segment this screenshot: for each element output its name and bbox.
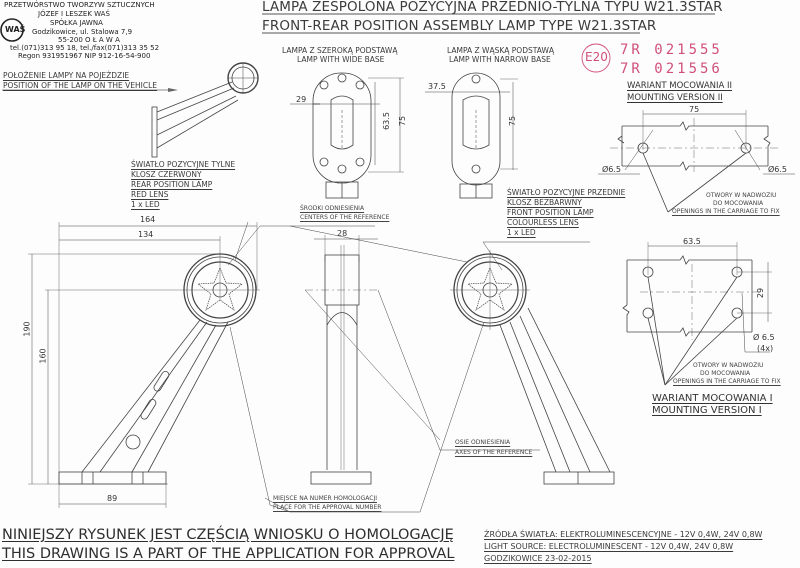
rear-lamp-line-5: 1 x LED: [131, 200, 160, 209]
mounting-version-1-sketch: [622, 242, 772, 386]
front-lamp-line-3: FRONT POSITION LAMP: [507, 208, 594, 217]
mounting-v2-hole-right: Ø6.5: [768, 165, 788, 174]
narrow-base-label-en: LAMP WITH NARROW BASE: [449, 55, 551, 64]
front-position-lamp: [450, 250, 615, 485]
reference-axes-en: AXES OF THE REFERENCE: [455, 449, 533, 456]
wide-base-view: [290, 72, 404, 199]
narrow-base-dim-75: 75: [508, 115, 518, 127]
rear-lamp-line-3: REAR POSITION LAMP: [131, 180, 213, 189]
side-dim-89: 89: [107, 494, 118, 503]
mounting-v1-label-pl: WARIANT MOCOWANIA I: [652, 393, 773, 404]
side-dim-164: 164: [140, 215, 156, 224]
company-phone: tel.(071)313 95 18, tel./fax(071)313 35 …: [10, 44, 160, 52]
wide-base-dim-63-5: 63.5: [381, 112, 391, 130]
company-name: PRZETWÓRSTWO TWORZYW SZTUCZNYCH: [4, 1, 155, 9]
narrow-base-view: [425, 72, 518, 199]
mounting-v2-note-2: DO MOCOWANIA: [713, 200, 764, 207]
reference-centers-pl: ŚRODKI ODNIESIENIA: [300, 205, 365, 212]
wide-base-dim-75: 75: [398, 115, 408, 127]
front-lamp-line-4: COLOURLESS LENS: [507, 218, 579, 227]
mounting-v1-label-en: MOUNTING VERSION I: [652, 405, 762, 416]
front-lamp-line-5: 1 x LED: [507, 228, 536, 237]
mounting-v2-dim-75: 75: [689, 105, 700, 114]
approval-place-en: PLACE FOR THE APPROVAL NUMBER: [273, 504, 382, 511]
title-polish: LAMPA ZESPOLONA POZYCYJNA PRZEDNIO-TYLNA…: [262, 0, 723, 15]
mounting-v1-hole-count: (4x): [757, 344, 774, 353]
mounting-v2-note-1: OTWORY W NADWOZIU: [706, 192, 777, 199]
side-dim-134: 134: [138, 230, 154, 239]
light-source-pl: ŹRÓDŁA ŚWIATŁA: ELEKTROLUMINESCENCYJNE -…: [484, 530, 763, 539]
mounting-v1-dim-63-5: 63.5: [683, 237, 701, 246]
front-lamp-line-2: KLOSZ BEZBARWNY: [507, 198, 582, 207]
side-view-lamp: [28, 221, 271, 508]
wide-base-label-pl: LAMPA Z SZEROKĄ PODSTAWĄ: [282, 46, 398, 55]
mounting-v2-label-pl: WARIANT MOCOWANIA II: [627, 81, 733, 91]
mounting-v1-note-1: OTWORY W NADWOZIU: [693, 362, 764, 369]
mounting-v2-note-3: OPENINGS IN THE CARRIAGE TO FIX: [672, 208, 780, 215]
wide-base-dim-29: 29: [296, 95, 307, 104]
company-legal-form: SPÓŁKA JAWNA: [50, 19, 103, 27]
approval-mark-e20: E20: [585, 50, 608, 64]
footer-statement-en: THIS DRAWING IS A PART OF THE APPLICATIO…: [2, 546, 455, 562]
mounting-v1-note-2: DO MOCOWANIA: [700, 370, 751, 377]
mounting-v1-hole-diameter: Ø 6.5: [753, 333, 775, 342]
vehicle-position-sketch: [2, 62, 259, 158]
title-english: FRONT-REAR POSITION ASSEMBLY LAMP TYPE W…: [262, 18, 657, 34]
rear-lamp-line-4: RED LENS: [131, 190, 169, 199]
company-address: Godzikowice, ul. Stalowa 7,9: [32, 28, 133, 36]
rear-lamp-line-2: KLOSZ CZERWONY: [131, 170, 202, 179]
mounting-v1-note-3: OPENINGS IN THE CARRIAGE TO FIX: [673, 378, 781, 385]
mounting-version-2-sketch: [598, 110, 795, 213]
vehicle-position-label-en: POSITION OF THE LAMP ON THE VEHICLE: [3, 81, 158, 90]
leader-lines: [227, 225, 590, 513]
narrow-base-label-pl: LAMPA Z WĄSKĄ PODSTAWĄ: [447, 46, 554, 55]
footer-statement-pl: NINIEJSZY RYSUNEK JEST CZĘŚCIĄ WNIOSKU O…: [2, 527, 454, 543]
company-logo-text: WAŚ: [5, 25, 26, 34]
approval-place-pl: MIEJSCE NA NUMER HOMOLOGACJI: [273, 495, 377, 502]
company-logo-icon: [0, 18, 24, 42]
narrow-base-dim-37-5: 37.5: [428, 82, 446, 91]
front-view-lamp: [305, 235, 378, 485]
rear-lamp-line-1: ŚWIATŁO POZYCYJNE TYLNE: [131, 160, 236, 169]
reference-centers-en: CENTERS OF THE REFERENCE: [300, 214, 390, 221]
company-owners: JÓZEF I LESZEK WAŚ: [38, 10, 110, 18]
vehicle-position-label-pl: POŁOŻENIE LAMPY NA POJEŹDZIE: [3, 71, 130, 80]
light-source-en: LIGHT SOURCE: ELECTROLUMINESCENT - 12V 0…: [484, 542, 734, 551]
wide-base-label-en: LAMP WITH WIDE BASE: [297, 55, 385, 64]
side-dim-160: 160: [38, 348, 48, 364]
place-and-date: GODZIKOWICE 23-02-2015: [484, 554, 592, 563]
side-dim-190: 190: [22, 321, 32, 337]
mounting-v2-label-en: MOUNTING VERSION II: [627, 93, 723, 103]
company-registry: Regon 931951967 NIP 912-16-54-900: [18, 52, 151, 60]
reference-axes-pl: OSIE ODNIESIENIA: [455, 439, 511, 446]
mounting-v2-hole-left: Ø6.5: [602, 165, 622, 174]
mounting-v1-dim-29: 29: [756, 287, 766, 299]
company-city: 55-200 O Ł A W A: [58, 36, 120, 44]
front-lamp-line-1: ŚWIATŁO POZYCYJNE PRZEDNIE: [507, 188, 626, 197]
front-dim-28: 28: [337, 229, 348, 238]
approval-number-1: 7R 021555: [620, 42, 723, 58]
approval-number-2: 7R 021556: [620, 61, 723, 77]
